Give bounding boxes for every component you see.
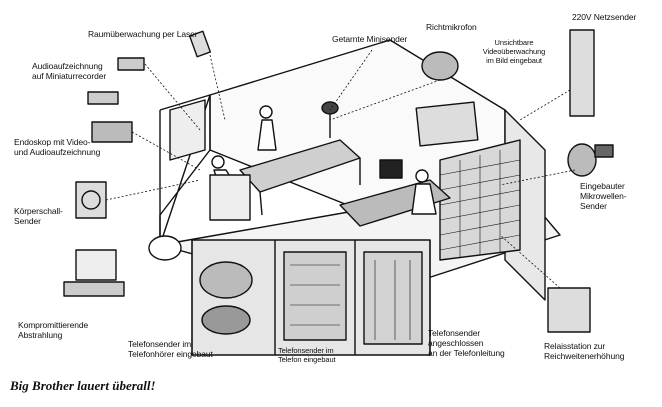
label-relay-1: Relaisstation zur bbox=[544, 341, 606, 351]
label-microwave-1: Eingebauter bbox=[580, 181, 625, 191]
caption: Big Brother lauert überall! bbox=[10, 378, 156, 393]
person-2-head bbox=[211, 155, 225, 169]
label-hidden-video-3: im Bild eingebaut bbox=[486, 56, 542, 65]
label-phone-handset-2: Telefonhörer eingebaut bbox=[128, 349, 213, 359]
satellite-dish bbox=[148, 235, 182, 261]
microwave-dish bbox=[567, 143, 597, 177]
label-hidden-video-1: Unsichtbare bbox=[494, 38, 534, 47]
label-microwave-2: Mikrowellen- bbox=[580, 191, 627, 201]
label-phone-device-1: Telefonsender im bbox=[278, 346, 334, 355]
monitor bbox=[75, 249, 117, 281]
person-3-head bbox=[415, 169, 429, 183]
label-endoscope-2: und Audioaufzeichnung bbox=[14, 147, 101, 157]
window bbox=[169, 99, 206, 161]
junction-box bbox=[363, 251, 423, 345]
label-laser: Raumüberwachung per Laser bbox=[88, 29, 198, 39]
label-mini-sender: Getarnte Minisender bbox=[332, 34, 408, 44]
armchair bbox=[209, 174, 251, 221]
label-phone-line-1: Telefonsender bbox=[428, 328, 481, 338]
label-phone-line-2: angeschlossen bbox=[428, 338, 484, 348]
label-emission-1: Kompromittierende bbox=[18, 320, 89, 330]
laser-device bbox=[188, 30, 212, 58]
recorder-2 bbox=[87, 91, 119, 105]
label-microwave-3: Sender bbox=[580, 201, 607, 211]
endoscope-camera bbox=[91, 121, 133, 143]
label-emission-2: Abstrahlung bbox=[18, 330, 63, 340]
label-audio-rec-1: Audioaufzeichnung bbox=[32, 61, 103, 71]
label-endoscope-1: Endoskop mit Video- bbox=[14, 137, 91, 147]
label-phone-handset-1: Telefonsender im bbox=[128, 339, 192, 349]
body-sound-sender bbox=[75, 181, 107, 219]
label-body-sound-2: Sender bbox=[14, 216, 41, 226]
label-phone-device-2: Telefon eingebaut bbox=[278, 355, 336, 364]
label-hidden-video-2: Videoüberwachung bbox=[482, 47, 546, 56]
directional-mic-dish bbox=[421, 51, 459, 81]
wall-picture bbox=[415, 101, 479, 147]
relay-station bbox=[547, 287, 591, 333]
label-mains-sender: 220V Netzsender bbox=[572, 12, 637, 22]
person-1-head bbox=[259, 105, 273, 119]
computer bbox=[379, 159, 403, 179]
label-body-sound-1: Körperschall- bbox=[14, 206, 63, 216]
mains-socket bbox=[569, 29, 595, 117]
circuit-board bbox=[283, 251, 347, 341]
label-relay-2: Reichweitenerhöhung bbox=[544, 351, 625, 361]
label-directional-mic: Richtmikrofon bbox=[426, 22, 477, 32]
label-audio-rec-2: auf Miniaturrecorder bbox=[32, 71, 107, 81]
label-phone-line-3: an der Telefonleitung bbox=[428, 348, 505, 358]
handset-speaker bbox=[199, 261, 253, 299]
mini-recorder bbox=[117, 57, 145, 71]
